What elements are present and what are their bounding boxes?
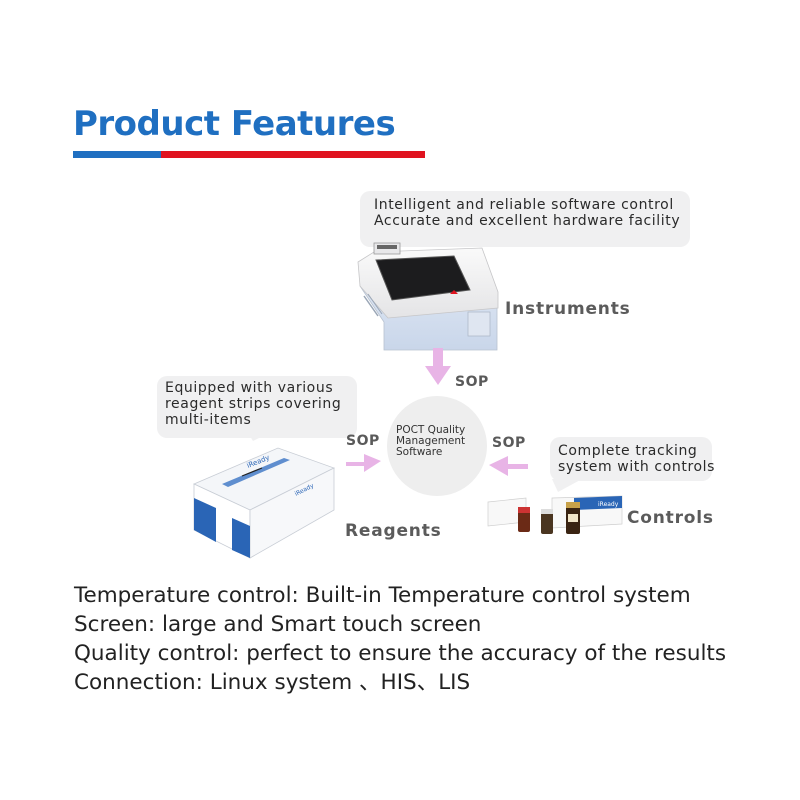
instruments-bubble: Intelligent and reliable software contro… xyxy=(360,191,690,247)
controls-bubble-line-1: Complete tracking xyxy=(558,443,698,459)
reagents-bubble-tail xyxy=(245,428,279,441)
center-label-line-1: POCT Quality xyxy=(396,424,466,436)
instruments-bubble-tail xyxy=(520,233,560,246)
title-underline-red xyxy=(161,151,425,158)
center-circle xyxy=(387,396,487,496)
center-label: POCT Quality Management Software xyxy=(396,425,488,458)
controls-label: Controls xyxy=(627,508,714,528)
reagents-bubble-line-1: Equipped with various xyxy=(165,380,334,396)
controls-bubble: Complete tracking system with controls xyxy=(550,437,716,481)
reagent-box-image: iReady iReady xyxy=(193,447,336,559)
instrument-device-image xyxy=(357,242,499,351)
controls-bubble-tail xyxy=(552,479,582,492)
instruments-bubble-line-1: Intelligent and reliable software contro… xyxy=(374,197,674,213)
feature-list: Temperature control: Built-in Temperatur… xyxy=(74,581,726,697)
instruments-bubble-line-2: Accurate and excellent hardware facility xyxy=(374,213,681,229)
page-title: Product Features xyxy=(73,104,396,144)
arrow-reagents-to-center xyxy=(346,454,381,472)
center-label-line-2: Management xyxy=(396,435,466,447)
center-label-line-3: Software xyxy=(396,446,443,458)
reagents-bubble-line-3: multi-items xyxy=(165,412,252,428)
controls-kit-image: iReady xyxy=(487,495,623,534)
arrow-controls-to-center xyxy=(489,456,528,476)
feature-quality: Quality control: perfect to ensure the a… xyxy=(74,641,727,666)
reagents-bubble-line-2: reagent strips covering xyxy=(165,396,342,412)
feature-screen: Screen: large and Smart touch screen xyxy=(74,612,482,637)
sop-controls: SOP xyxy=(492,435,526,451)
sop-reagents: SOP xyxy=(346,433,380,449)
reagents-bubble: Equipped with various reagent strips cov… xyxy=(157,376,357,438)
feature-temperature: Temperature control: Built-in Temperatur… xyxy=(74,583,691,608)
feature-connection: Connection: Linux system 、HIS、LIS xyxy=(74,670,471,695)
svg-text:iReady: iReady xyxy=(598,501,619,508)
arrow-instruments-to-center xyxy=(425,348,451,385)
controls-bubble-line-2: system with controls xyxy=(558,459,716,475)
sop-instruments: SOP xyxy=(455,374,489,390)
reagents-label: Reagents xyxy=(345,521,442,541)
title-underline-blue xyxy=(73,151,161,158)
instruments-label: Instruments xyxy=(505,299,631,319)
